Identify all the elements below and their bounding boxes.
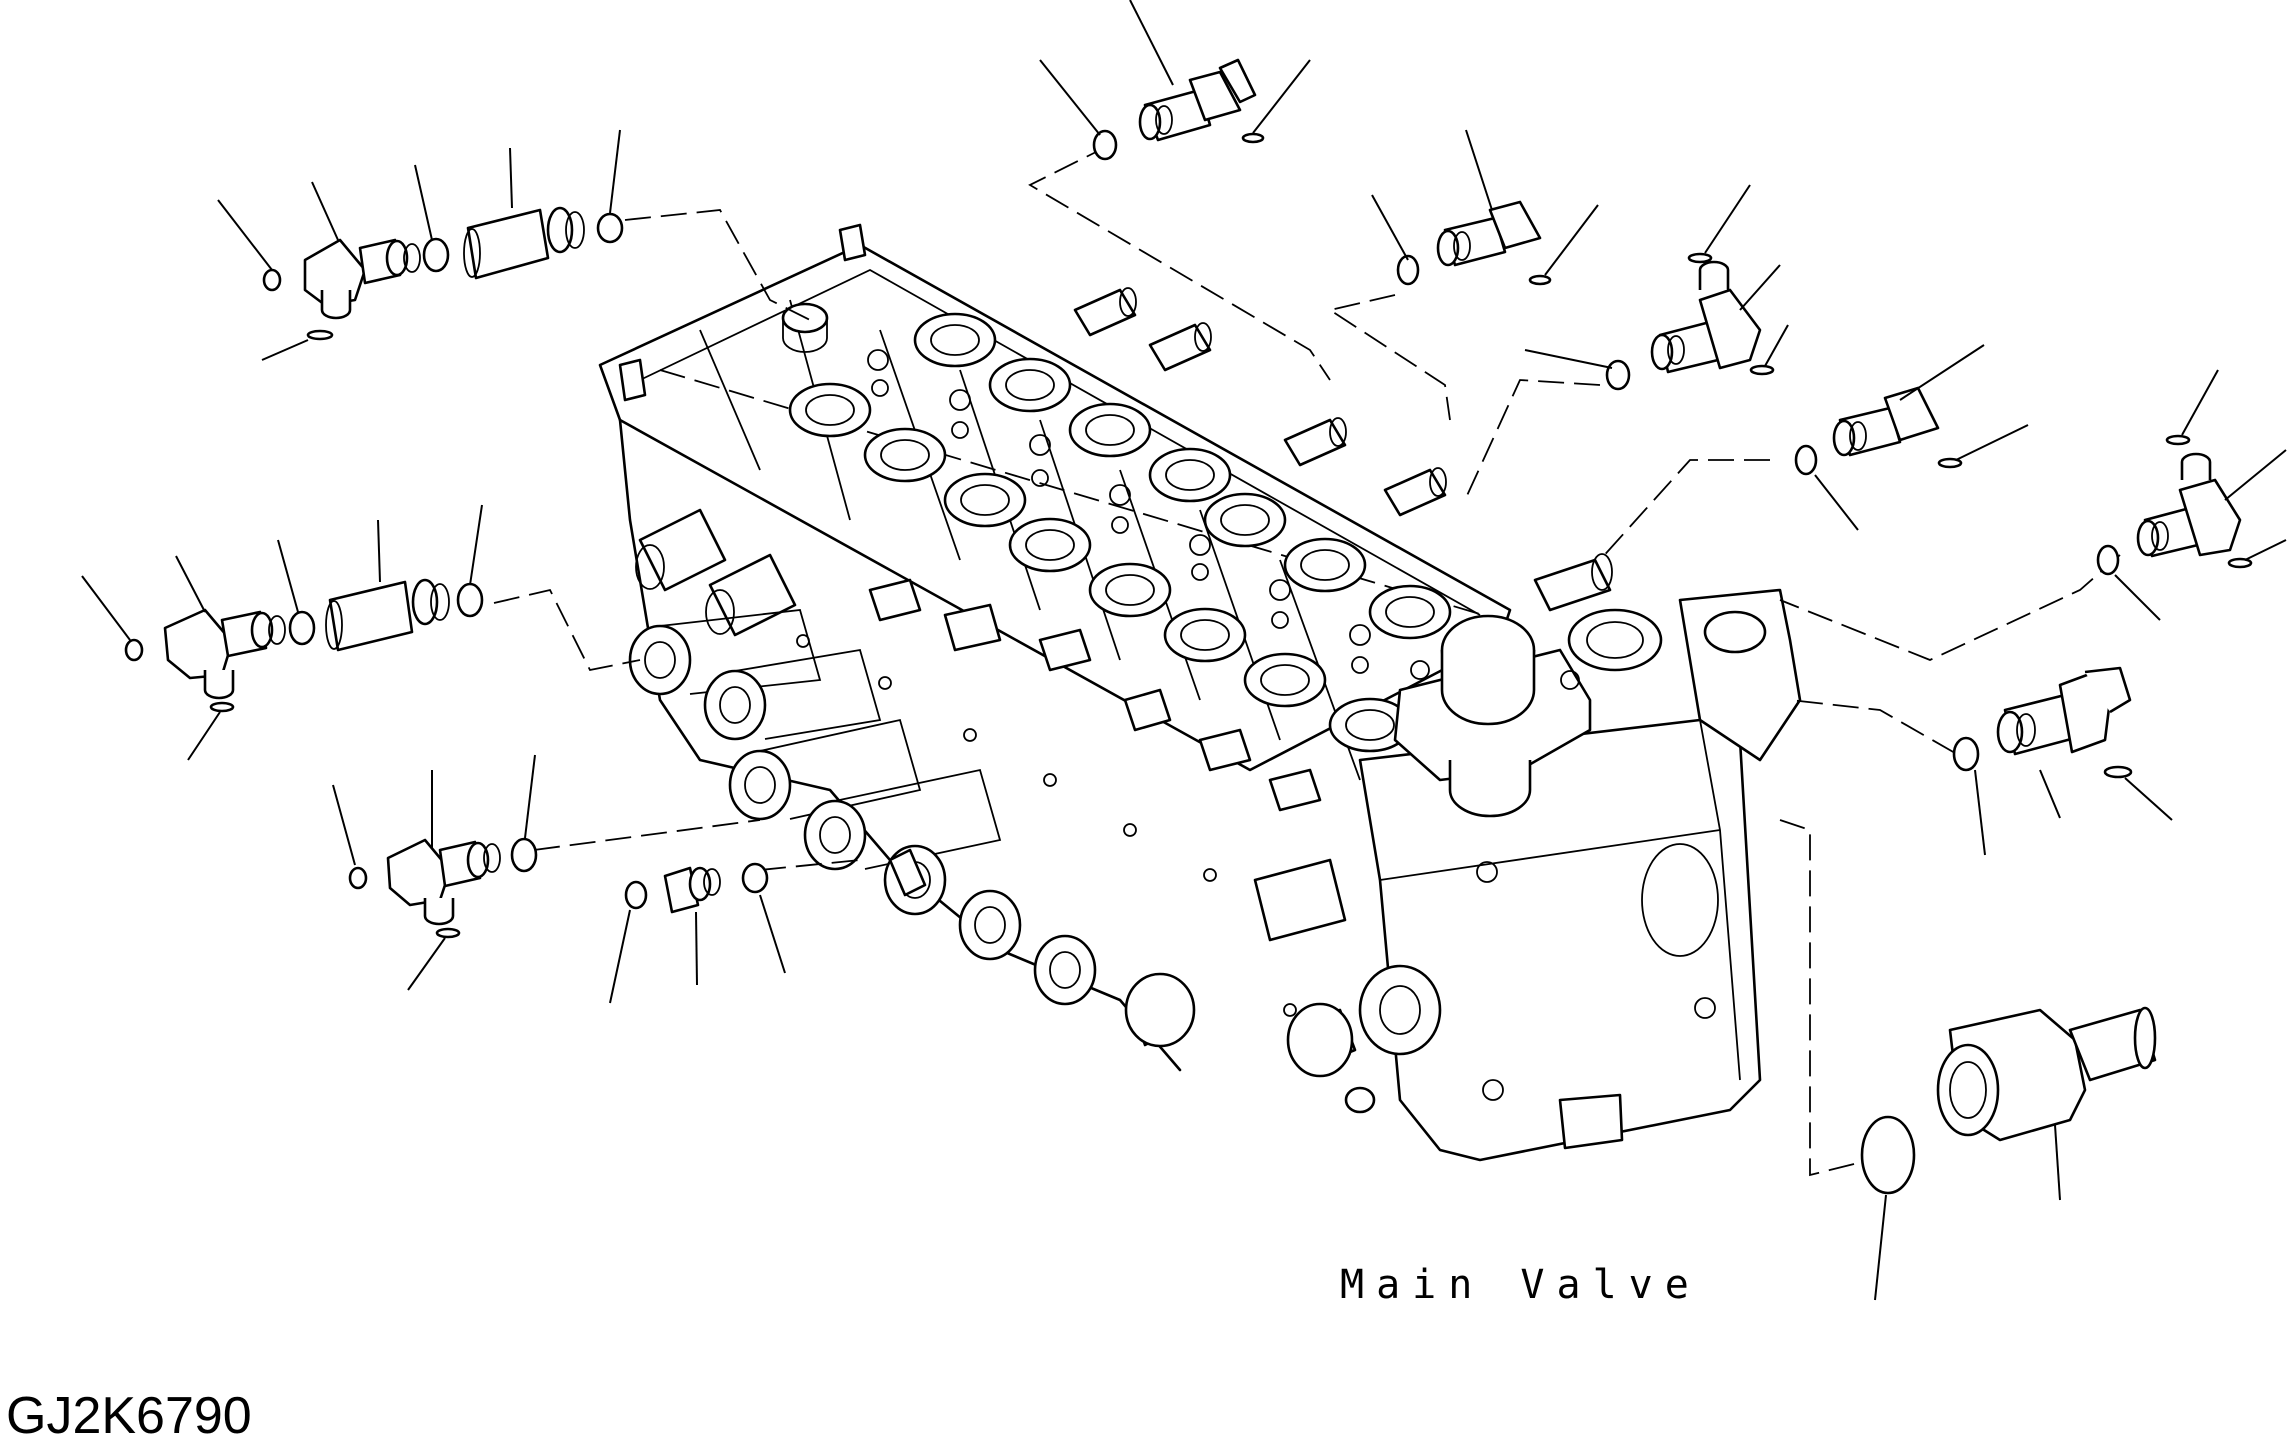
fitting-group-mid-left xyxy=(81,504,484,761)
fitting-large-elbow xyxy=(1860,1006,2157,1301)
fitting-far-right-tee xyxy=(2096,369,2287,621)
fitting-upper-right-tee xyxy=(1524,184,1789,391)
fitting-top-center xyxy=(1039,0,1311,161)
top-body-fittings xyxy=(618,223,1613,612)
diagram-caption: Main Valve xyxy=(1340,1262,1701,1308)
fitting-right-elbow-3 xyxy=(1952,666,2173,856)
assembly-lines xyxy=(493,144,2121,1177)
figure-number: GJ2K6790 xyxy=(6,1387,252,1445)
fitting-group-low-left xyxy=(332,754,538,991)
front-spool-caps xyxy=(628,508,1442,1114)
fitting-group-center xyxy=(609,862,786,1004)
fitting-group-top-left xyxy=(217,129,624,361)
fitting-upper-right-1 xyxy=(1371,129,1599,286)
pilot-cover xyxy=(1393,614,1592,818)
fitting-right-elbow-2 xyxy=(1794,344,2029,531)
